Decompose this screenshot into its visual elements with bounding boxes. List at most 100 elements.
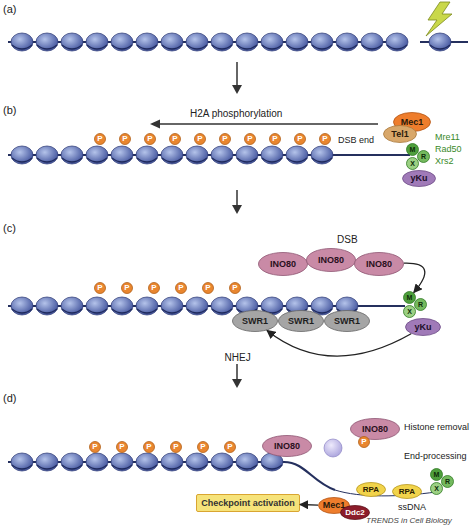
shape-fill <box>149 283 160 294</box>
edge-label: NHEJ <box>225 352 251 363</box>
node-text: INO80 <box>318 256 344 265</box>
step-arrow <box>236 364 238 380</box>
node-text: P <box>227 443 232 451</box>
node-text: SWR1 <box>242 317 268 326</box>
shape-fill <box>384 126 417 143</box>
node-text: P <box>232 284 237 292</box>
nucleosome <box>136 33 158 51</box>
remodeler-oval: INO80 <box>350 418 400 440</box>
shape-fill <box>295 134 306 145</box>
phosphate-circle: P <box>175 282 187 294</box>
panel-label: (c) <box>3 222 16 234</box>
nucleosome <box>236 33 258 51</box>
process-label: Histone removal <box>404 423 469 433</box>
nucleosome <box>186 33 208 51</box>
shape-fill <box>233 311 278 332</box>
mrx-subunit: M <box>406 143 419 156</box>
nucleosome <box>111 33 133 51</box>
process-label: H2A phosphorylation <box>190 108 282 119</box>
phosphate-circle: P <box>269 133 281 145</box>
shape-fill <box>270 134 281 145</box>
nucleosome <box>36 33 58 51</box>
shape-fill <box>355 253 404 276</box>
phosphate-circle: P <box>119 133 131 145</box>
nucleosome <box>86 453 108 471</box>
phosphate-circle: P <box>169 133 181 145</box>
phosphate-circle: P <box>194 133 206 145</box>
phosphate-circle: P <box>224 441 236 453</box>
node-text: P <box>322 135 327 143</box>
nucleosome <box>186 146 208 164</box>
node-text: SWR1 <box>334 317 360 326</box>
nucleosome <box>236 146 258 164</box>
shape-fill <box>195 134 206 145</box>
remodeler-oval: INO80 <box>258 252 308 276</box>
mrx-subunit: X <box>406 157 419 170</box>
node-text: X <box>434 485 439 492</box>
panel-label: (a) <box>3 3 16 15</box>
phosphate-circle: P <box>116 441 128 453</box>
protein-name: Mre11 <box>435 133 460 143</box>
shape-fill <box>263 436 312 457</box>
nucleosome <box>236 453 258 471</box>
arrow-head <box>232 85 242 94</box>
node-text: P <box>122 135 127 143</box>
shape-fill <box>145 134 156 145</box>
node-text: P <box>297 135 302 143</box>
shape-fill <box>95 134 106 145</box>
node-text: P <box>173 443 178 451</box>
shape-fill <box>170 134 181 145</box>
nucleosome <box>11 297 33 315</box>
node-text: Checkpoint activation <box>201 499 295 508</box>
phosphate-circle: P <box>219 133 231 145</box>
nucleosome <box>61 297 83 315</box>
node-text: P <box>247 135 252 143</box>
connector-arrow <box>267 330 411 356</box>
shape-fill <box>431 483 443 495</box>
mrx-subunit: R <box>417 150 430 163</box>
node-text: X <box>410 160 415 167</box>
protein-name: Rad50 <box>435 145 462 155</box>
shape-fill <box>95 283 106 294</box>
nucleosome <box>211 33 233 51</box>
arrow-head <box>232 205 242 214</box>
node-text: yKu <box>414 323 431 332</box>
nucleosome <box>111 453 133 471</box>
shape-fill <box>357 483 386 497</box>
node-text: P <box>222 135 227 143</box>
phosphate-circle: P <box>94 282 106 294</box>
nucleosome <box>261 33 283 51</box>
nucleosome <box>61 146 83 164</box>
nucleosome <box>86 297 108 315</box>
nucleosome <box>11 146 33 164</box>
shape-fill <box>359 437 370 448</box>
protein-oval: yKu <box>405 318 441 336</box>
node-text: P <box>272 135 277 143</box>
shape-fill <box>393 485 422 499</box>
node-text: P <box>124 284 129 292</box>
process-box: Checkpoint activation <box>196 494 300 512</box>
nucleosome <box>86 33 108 51</box>
phosphate-circle: P <box>94 133 106 145</box>
nucleosome <box>161 146 183 164</box>
shape-fill <box>220 134 231 145</box>
shape-fill <box>176 283 187 294</box>
journal-credit: TRENDS in Cell Biology <box>366 517 452 526</box>
mrx-subunit: X <box>403 305 416 318</box>
shape-fill <box>404 306 416 318</box>
node-text: M <box>410 146 416 153</box>
phosphate-circle: P <box>244 133 256 145</box>
shape-fill <box>320 134 331 145</box>
node-text: P <box>151 284 156 292</box>
nucleosome <box>211 146 233 164</box>
shape-fill <box>259 253 308 276</box>
shape-fill <box>198 442 209 453</box>
nucleosome <box>186 453 208 471</box>
phosphate-circle: P <box>202 282 214 294</box>
phosphate-circle: P <box>143 441 155 453</box>
remodeler-oval: INO80 <box>354 252 404 276</box>
nucleosome <box>36 146 58 164</box>
shape-fill <box>144 442 155 453</box>
connector-arrow <box>300 504 318 506</box>
